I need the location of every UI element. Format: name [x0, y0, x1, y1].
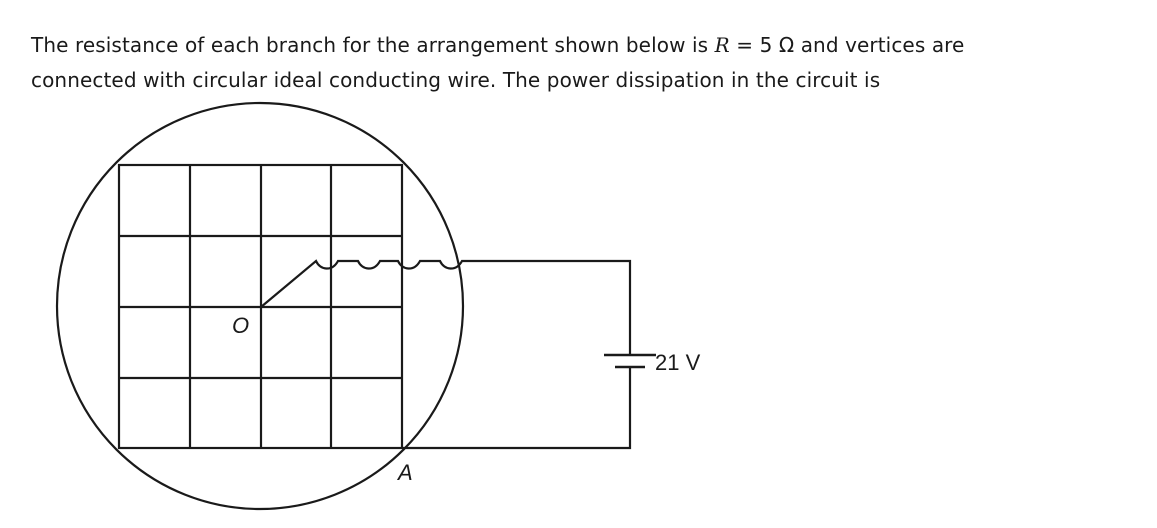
battery-voltage-label: 21 V	[655, 350, 701, 375]
question-line-1-value: = 5 Ω and vertices are	[729, 33, 965, 57]
grid-lines	[119, 165, 402, 448]
question-line-2: connected with circular ideal conducting…	[31, 68, 881, 92]
return-wire	[402, 367, 632, 450]
label-point-a: A	[396, 460, 413, 485]
label-center-o: O	[232, 313, 249, 338]
circular-wire	[55, 101, 465, 511]
question-line-1-prefix: The resistance of each branch for the ar…	[31, 33, 715, 57]
question-line-1: The resistance of each branch for the ar…	[31, 28, 1121, 63]
question-text: The resistance of each branch for the ar…	[31, 28, 1121, 98]
resistance-variable: R	[714, 33, 730, 57]
resistor-branch	[260, 259, 632, 355]
